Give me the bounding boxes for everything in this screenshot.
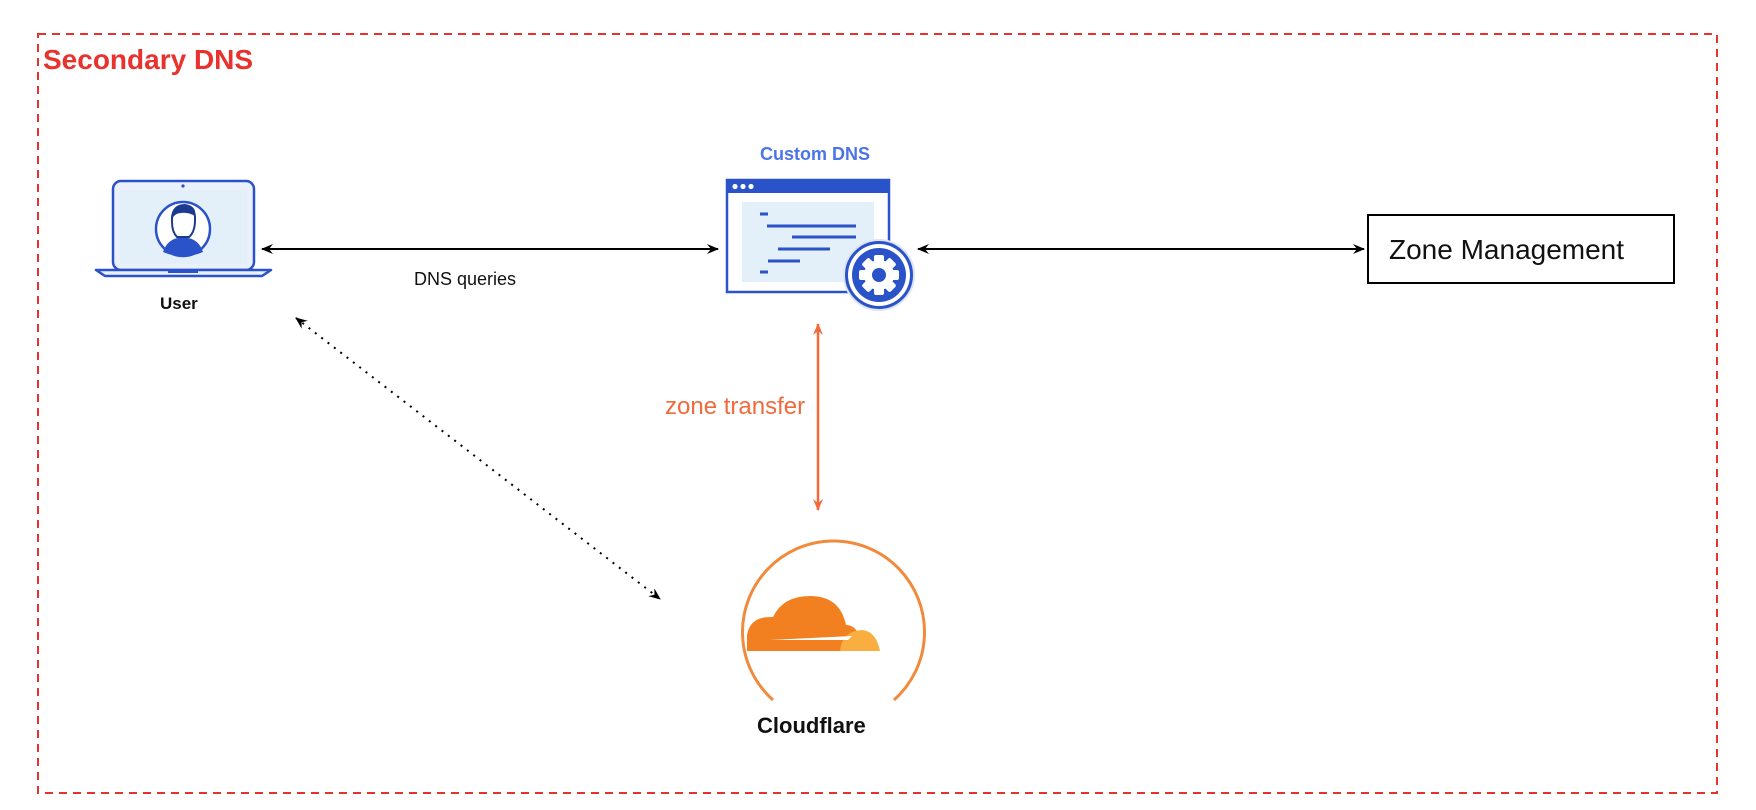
cloudflare-cloud-icon [741,539,926,702]
cloudflare-label: Cloudflare [757,713,866,738]
secondary-dns-frame [37,33,1718,794]
gear-icon [843,239,915,311]
diagram-title: Secondary DNS [43,44,254,75]
zone-management-box: Zone Management [1367,214,1675,284]
user-label: User [160,294,198,313]
laptop-user-icon [94,179,273,278]
zone-transfer-label: zone transfer [665,393,806,420]
custom-dns-label: Custom DNS [760,144,871,164]
user-cloudflare-dotted-arrow [295,317,661,600]
zone-management-label: Zone Management [1389,234,1625,265]
dns-queries-label: DNS queries [414,269,517,289]
